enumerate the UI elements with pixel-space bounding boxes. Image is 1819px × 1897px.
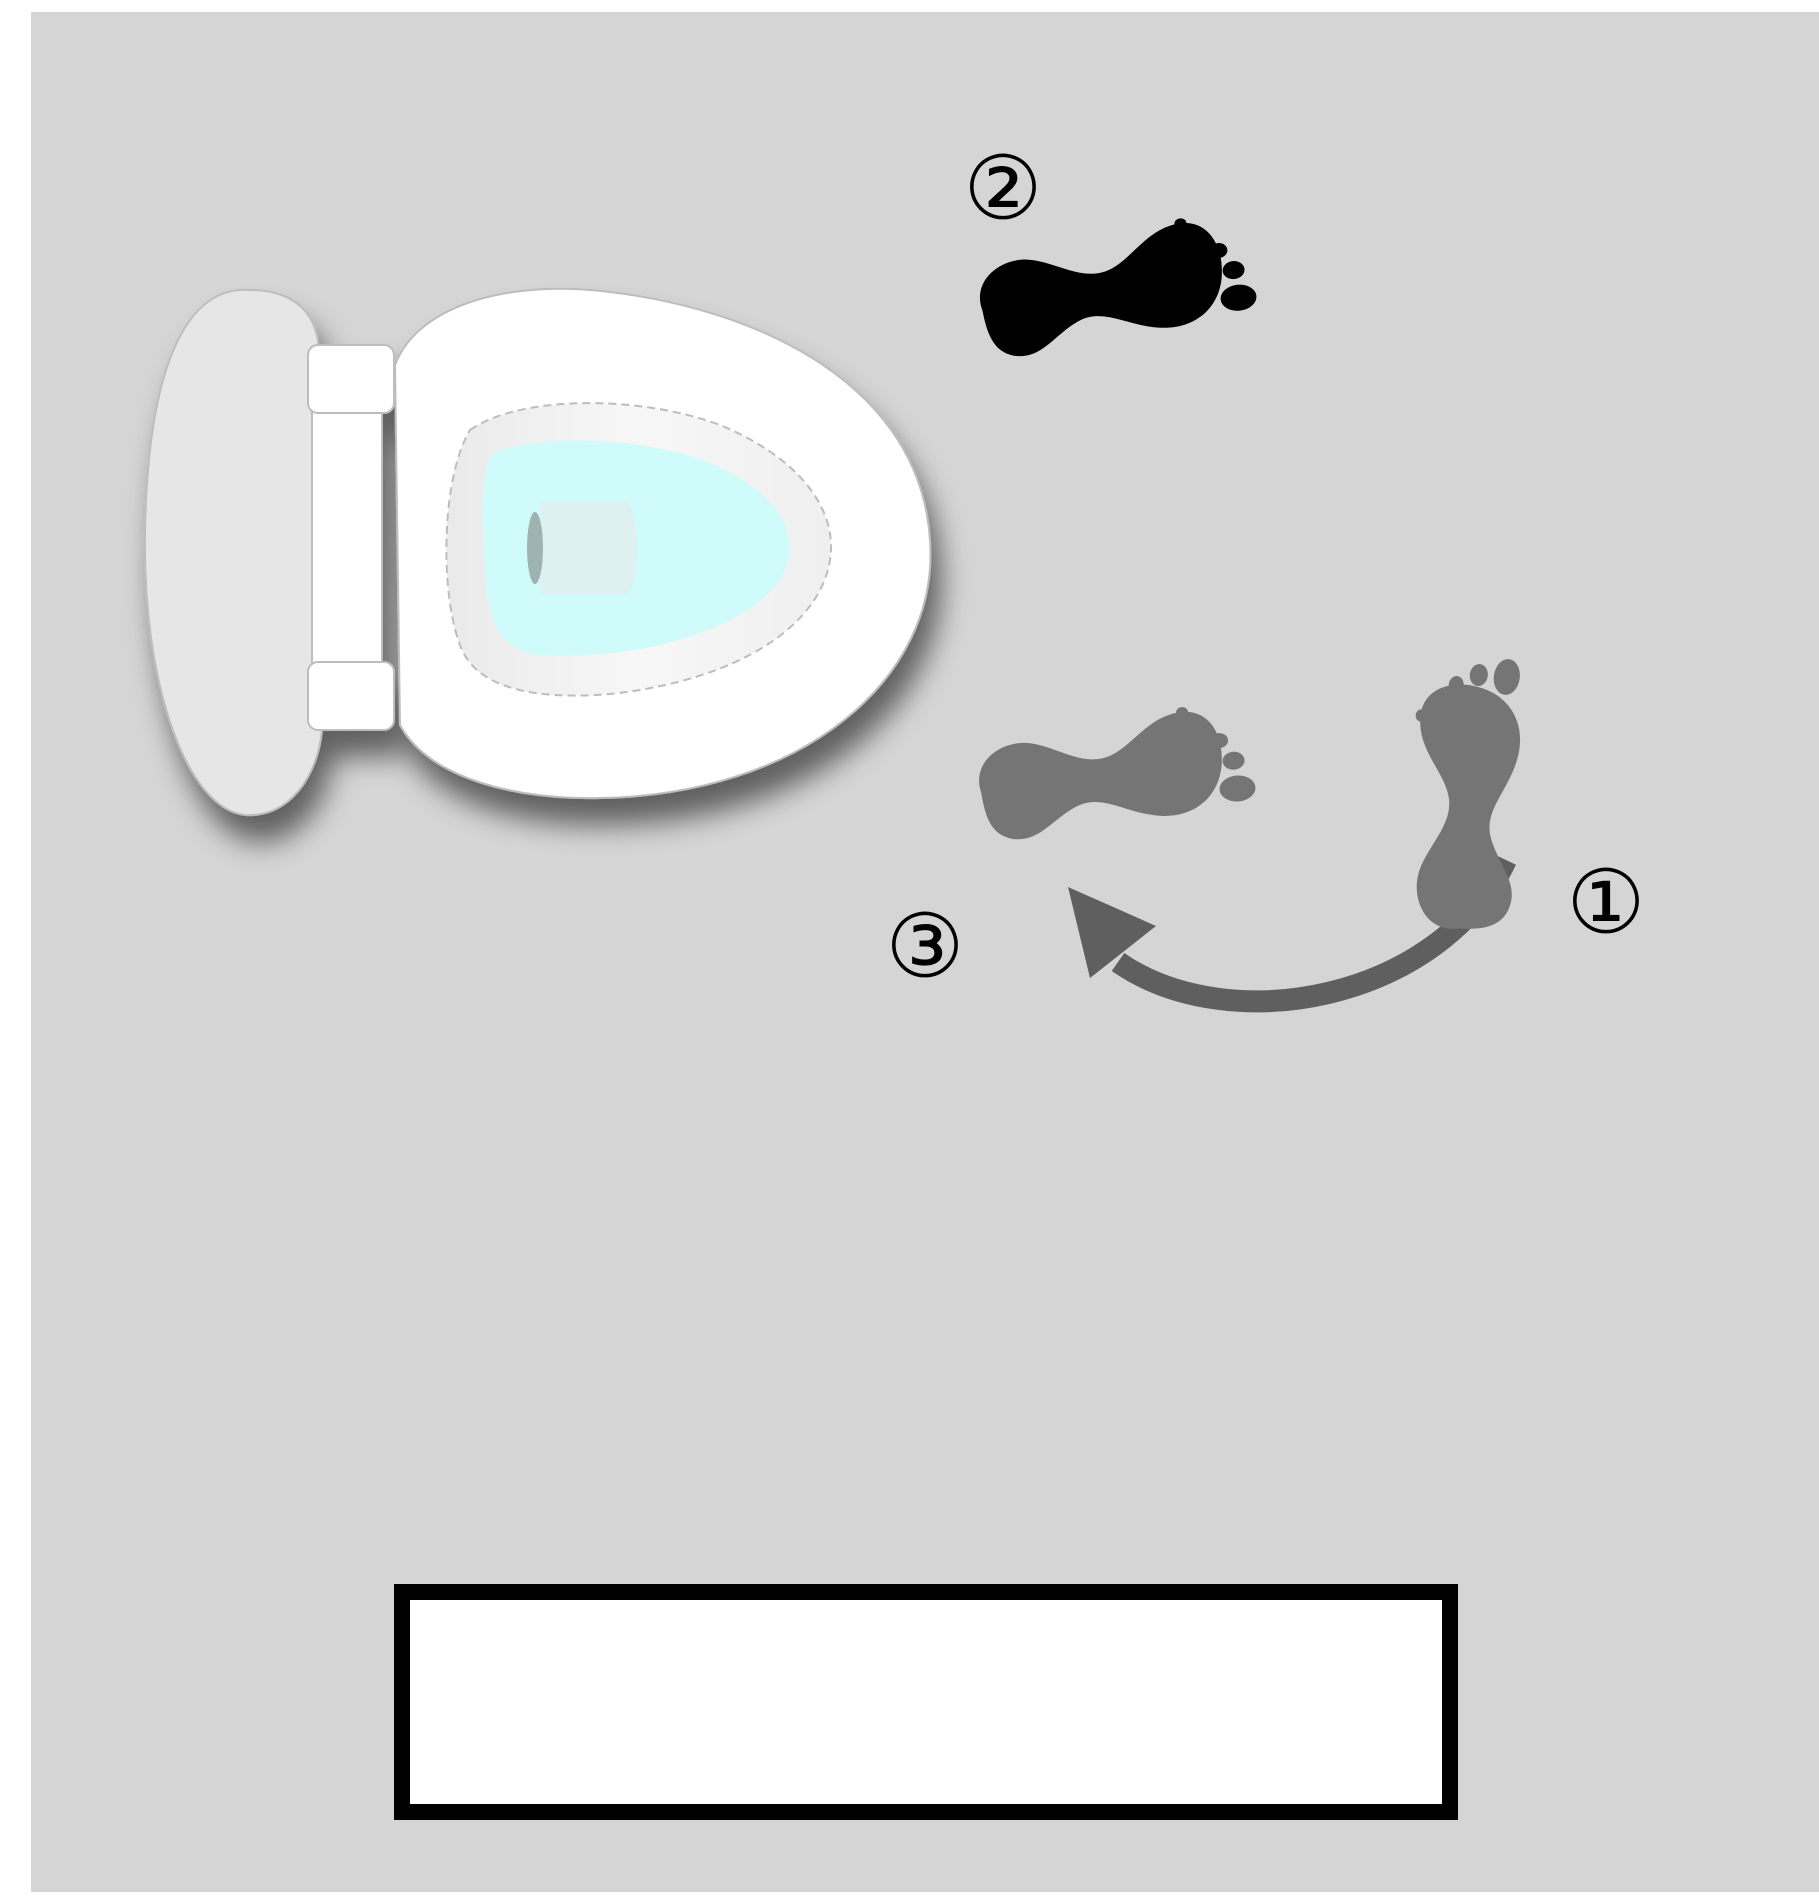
toilet-hinge-bottom: [308, 662, 394, 730]
toilet-drain-hole: [527, 512, 543, 584]
toilet-hinge-top: [308, 345, 394, 413]
toilet-drain: [540, 502, 637, 594]
step-label-3: ③: [886, 895, 965, 998]
toilet-top-view-icon: [145, 289, 931, 815]
step-label-2: ②: [964, 137, 1043, 240]
step-label-1: ①: [1567, 851, 1646, 954]
door-box: [402, 1592, 1450, 1812]
